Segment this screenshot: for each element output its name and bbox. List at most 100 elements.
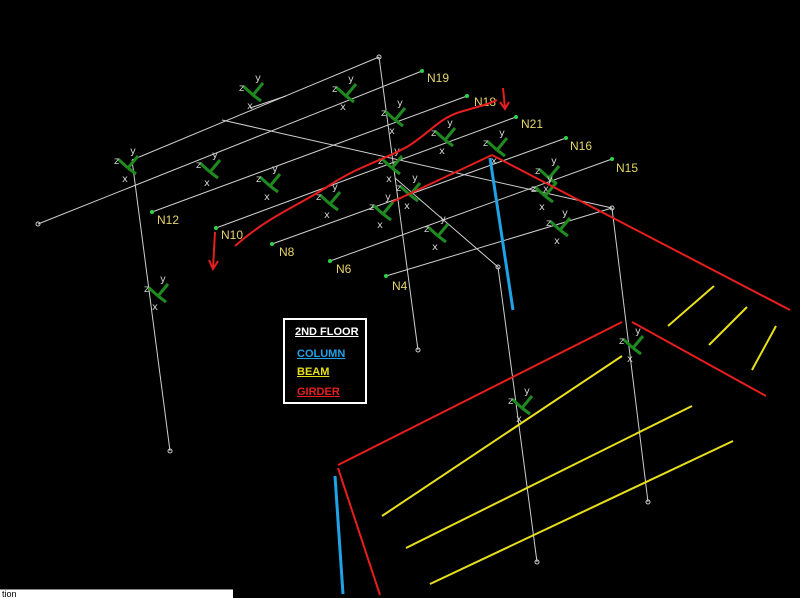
node-label-n10[interactable]: N10 xyxy=(221,228,243,242)
triad-axis-label: x xyxy=(247,101,253,112)
triad-arm xyxy=(495,137,509,151)
triad-axis-label: x xyxy=(386,174,392,185)
triad-axis-label: x xyxy=(340,102,346,113)
node-label-n19[interactable]: N19 xyxy=(427,71,449,85)
triad-arm xyxy=(127,166,137,176)
triad-arm xyxy=(209,170,219,180)
legend-item-column: COLUMN xyxy=(297,348,346,360)
triad-arm xyxy=(510,397,524,410)
triad-axis-label: y xyxy=(397,98,403,109)
triad-arm xyxy=(547,165,561,179)
triad-arm xyxy=(116,157,130,170)
beam-annotations xyxy=(381,285,777,585)
triad-axis-label: z xyxy=(369,202,374,213)
triad-axis-label: y xyxy=(562,208,568,219)
triad-axis-label: y xyxy=(255,73,261,84)
triad-arm xyxy=(394,118,404,128)
triad-arm xyxy=(156,283,170,297)
triad-arm xyxy=(631,335,645,349)
triad-axis-label: x xyxy=(432,242,438,253)
triad-arm xyxy=(146,285,160,298)
triad-arm xyxy=(437,234,447,244)
red-arrow-right xyxy=(502,87,506,109)
triad-axis-label: y xyxy=(160,274,166,285)
triad-arm xyxy=(533,185,547,198)
triad-arm xyxy=(443,127,457,141)
node-label-n12[interactable]: N12 xyxy=(157,213,179,227)
triad-axis-label: y xyxy=(212,150,218,161)
node-markers xyxy=(150,69,614,278)
triad-arm xyxy=(632,346,642,356)
triad-axis-label: y xyxy=(348,74,354,85)
triad-axis-label: y xyxy=(385,192,391,203)
local-axis-triad: yzx xyxy=(424,214,450,253)
legend-title: 2ND FLOOR xyxy=(295,326,359,338)
triad-arm xyxy=(393,107,407,121)
local-axis-triad: yzx xyxy=(483,128,509,167)
triad-arm xyxy=(621,337,635,350)
girder-lower-2 xyxy=(631,321,767,397)
triad-arm xyxy=(544,194,554,204)
node-label-n4[interactable]: N4 xyxy=(392,279,408,293)
triad-axis-label: x xyxy=(122,174,128,185)
triad-arm xyxy=(208,159,222,173)
triad-axis-label: x xyxy=(152,302,158,313)
triad-arm xyxy=(382,212,392,222)
triad-arm xyxy=(520,395,534,409)
node-label-n6[interactable]: N6 xyxy=(336,262,352,276)
triad-axis-label: z xyxy=(483,138,488,149)
triad-arm xyxy=(329,202,339,212)
node-label-n16[interactable]: N16 xyxy=(570,139,592,153)
triad-arm xyxy=(241,84,255,97)
triad-arm xyxy=(371,203,385,216)
legend-box: 2ND FLOOR COLUMN BEAM GIRDER xyxy=(283,318,367,404)
triad-axis-label: z xyxy=(508,396,513,407)
triad-arm xyxy=(380,157,394,170)
triad-axis-label: z xyxy=(396,183,401,194)
triad-axis-label: x xyxy=(204,178,210,189)
triad-axis-label: z xyxy=(239,83,244,94)
triad-arm xyxy=(383,109,397,122)
local-axis-triad: yzx xyxy=(239,73,265,112)
triad-arm xyxy=(548,176,558,186)
triad-axis-label: z xyxy=(144,284,149,295)
legend-item-girder: GIRDER xyxy=(297,386,340,398)
triad-axis-label: z xyxy=(619,336,624,347)
node-label-n21[interactable]: N21 xyxy=(521,117,543,131)
node-labels: N19 N18 N21 N16 N15 N12 N10 N8 N6 N4 xyxy=(157,71,638,293)
triad-axis-label: y xyxy=(635,326,641,337)
node-label-n8[interactable]: N8 xyxy=(279,245,295,259)
triad-axis-label: x xyxy=(264,192,270,203)
local-axis-triad: yzx xyxy=(144,274,170,313)
triad-axis-label: x xyxy=(389,126,395,137)
legend-item-beam: BEAM xyxy=(297,366,330,378)
local-axis-triad: yzx xyxy=(619,326,645,365)
triad-arm xyxy=(126,155,140,169)
triad-axis-label: y xyxy=(447,118,453,129)
triad-axis-label: x xyxy=(324,210,330,221)
triad-axis-label: y xyxy=(547,174,553,185)
triad-axis-label: z xyxy=(378,156,383,167)
local-axis-triad: yzx xyxy=(316,182,342,221)
triad-arm xyxy=(436,223,450,237)
triad-arm xyxy=(390,155,404,169)
triad-arm xyxy=(426,225,440,238)
girder-lower-1 xyxy=(337,321,623,466)
node-label-n15[interactable]: N15 xyxy=(616,161,638,175)
triad-axis-label: x xyxy=(516,414,522,425)
triad-arm xyxy=(559,228,569,238)
triad-axis-label: y xyxy=(440,214,446,225)
triad-arm xyxy=(381,201,395,215)
red-annotations xyxy=(208,87,791,596)
triad-axis-label: x xyxy=(627,354,633,365)
triad-axis-label: y xyxy=(412,173,418,184)
triad-axis-label: y xyxy=(332,182,338,193)
triad-arm xyxy=(258,175,272,188)
red-curve-annotation xyxy=(234,99,498,247)
triad-axis-label: z xyxy=(431,128,436,139)
triad-axis-label: x xyxy=(543,184,549,195)
red-arrow-left xyxy=(212,231,216,269)
triad-axis-label: z xyxy=(531,184,536,195)
